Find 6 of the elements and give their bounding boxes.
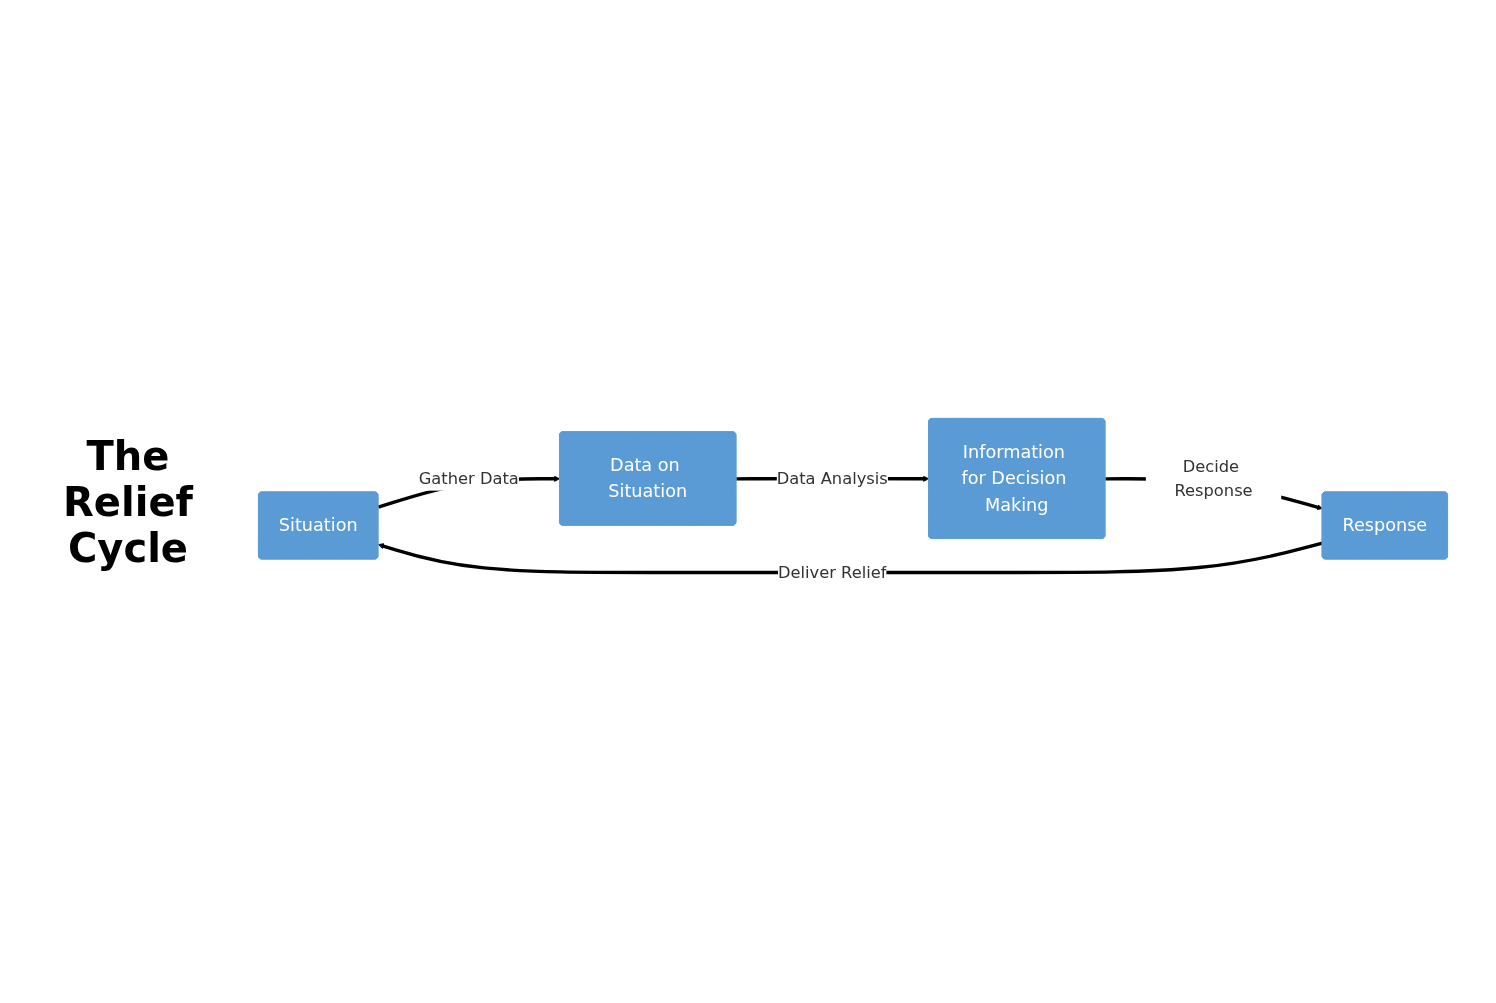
edge-label: Data Analysis: [776, 468, 888, 488]
edge-label: Deliver Relief: [777, 562, 887, 582]
edge-label: Decide Response: [1174, 456, 1253, 501]
edge-label: Gather Data: [418, 468, 519, 488]
arrow: [378, 541, 1323, 575]
diagram-title: The Relief Cycle: [62, 432, 195, 571]
